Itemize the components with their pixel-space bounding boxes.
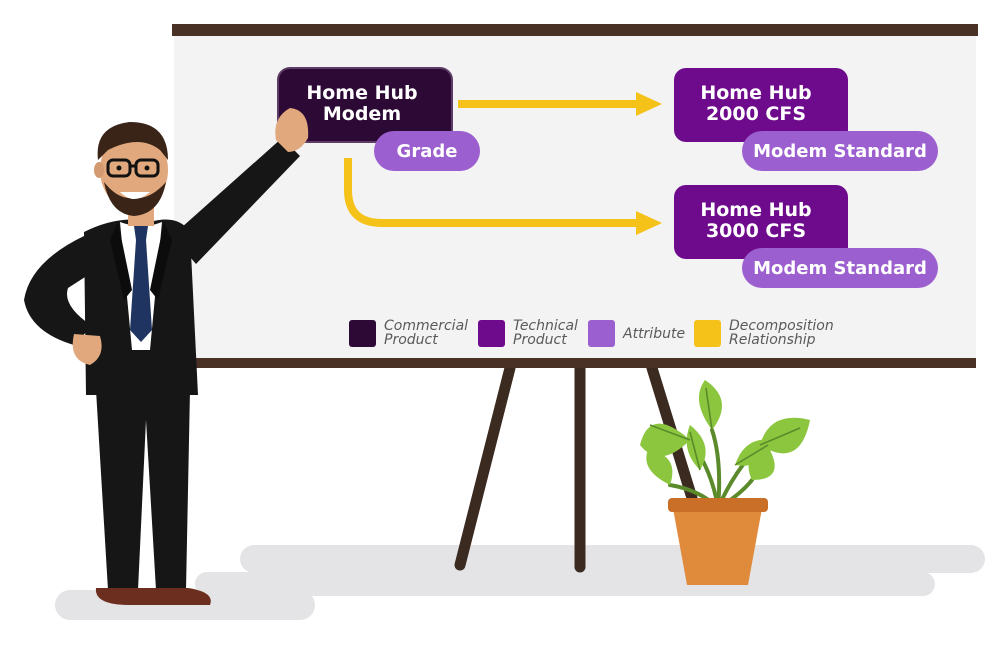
technical-product-node-3000: Home Hub 3000 CFS xyxy=(674,185,848,259)
decomposition-arrows xyxy=(344,92,662,235)
commercial-product-node: Home Hub Modem xyxy=(277,67,453,143)
attribute-grade: Grade xyxy=(374,131,480,171)
arrowhead-2000 xyxy=(636,92,662,116)
legend-attribute-line1: Attribute xyxy=(622,326,685,342)
attribute-grade-label: Grade xyxy=(397,141,458,162)
source-title-line2: Modem xyxy=(323,103,401,125)
legend-commercial-line2: Product xyxy=(384,332,438,348)
attribute-modem-standard-1-label: Modem Standard xyxy=(753,141,927,162)
legend-attribute: Attribute xyxy=(588,320,685,347)
arrowhead-3000 xyxy=(636,211,662,235)
target1-title-line2: 2000 CFS xyxy=(706,103,806,125)
ground-shadow xyxy=(55,545,985,620)
presenter-man-illustration xyxy=(24,108,309,605)
attribute-modem-standard-2-label: Modem Standard xyxy=(753,258,927,279)
legend-decomposition-line1: Decomposition xyxy=(729,318,834,334)
source-title-line1: Home Hub xyxy=(306,82,417,104)
legend-technical: Technical Product xyxy=(478,318,578,348)
arrow-to-3000 xyxy=(344,158,640,227)
potted-plant-illustration xyxy=(640,380,810,585)
target2-title-line1: Home Hub xyxy=(700,199,811,221)
legend-commercial-line1: Commercial xyxy=(384,318,468,334)
attribute-modem-standard-2: Modem Standard xyxy=(742,248,938,288)
legend-commercial: Commercial Product xyxy=(349,318,468,348)
technical-product-node-2000: Home Hub 2000 CFS xyxy=(674,68,848,142)
target1-title-line1: Home Hub xyxy=(700,82,811,104)
legend-decomposition: Decomposition Relationship xyxy=(694,318,834,348)
attribute-modem-standard-1: Modem Standard xyxy=(742,131,938,171)
legend-technical-line2: Product xyxy=(513,332,567,348)
target2-title-line2: 3000 CFS xyxy=(706,220,806,242)
legend-technical-line1: Technical xyxy=(513,318,578,334)
legend: Commercial Product Technical Product Att… xyxy=(349,318,834,348)
legend-decomposition-line2: Relationship xyxy=(729,332,816,348)
